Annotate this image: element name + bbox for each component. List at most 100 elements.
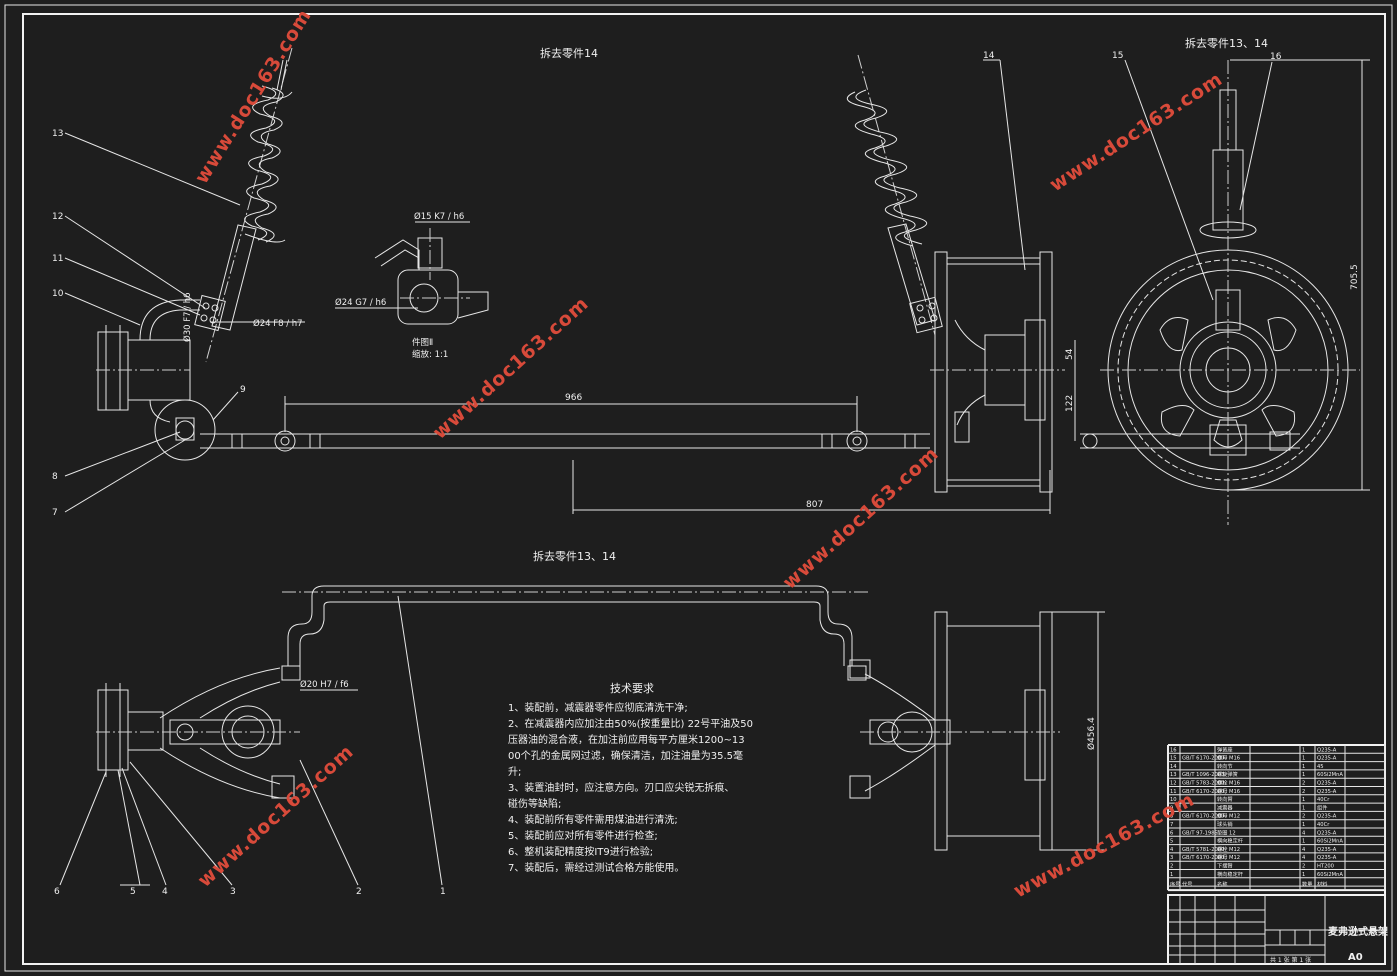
detail-fit-top: Ø15 K7 / h6	[414, 211, 464, 222]
dim-122-text: 122	[1065, 395, 1075, 412]
stabilizer-bar-c	[281, 585, 870, 681]
bom-cell: Q235-A	[1317, 747, 1337, 753]
bom-cell: 6	[1170, 830, 1173, 836]
knuckle-a	[96, 299, 216, 461]
bom-cell: GB/T 97-1985	[1182, 830, 1218, 836]
bom-cell: 4	[1302, 847, 1306, 853]
bom-cell: 10	[1170, 797, 1177, 803]
bom-cell: GB/T 5783-2000	[1182, 781, 1224, 787]
tech-line: 5、装配前应对所有零件进行检查;	[508, 829, 658, 842]
drawing-name: 麦弗逊式悬架	[1328, 925, 1388, 938]
callout-1: 1	[440, 887, 446, 897]
bom-cell: 螺栓 M12	[1217, 845, 1240, 853]
technical-requirements: 技术要求 1、装配前，减震器零件应彻底清洗干净; 2、在减震器内应加注由50%(…	[508, 682, 753, 874]
dimensions-view-b: 705.5 54 122	[1065, 59, 1370, 491]
watermark: www.doc163.com	[1046, 68, 1227, 196]
callouts-view-c: 1 2 3 4 5 6	[54, 595, 446, 897]
bom-cell: 12	[1170, 781, 1177, 787]
bom-cell: Q235-A	[1317, 847, 1337, 853]
callout-6: 6	[54, 887, 60, 897]
bom-cell: 组件	[1317, 803, 1327, 811]
bom-cell: GB/T 6170-2000	[1182, 855, 1224, 861]
bom-cell: 横向稳定杆	[1217, 870, 1243, 878]
bom-cell: 40Cr	[1317, 797, 1330, 803]
bom-cell: 1	[1302, 764, 1305, 770]
wheel-hub-view	[1080, 60, 1360, 525]
strut-axis-right	[857, 54, 936, 336]
watermarks: www.doc163.com www.doc163.com www.doc163…	[191, 5, 1227, 902]
bom-cell: HT200	[1317, 864, 1334, 870]
callout-12: 12	[52, 212, 63, 222]
bom-cell: Q235-A	[1317, 789, 1337, 795]
dimension-807: 807	[572, 460, 1051, 514]
leader-15	[1124, 59, 1214, 301]
tech-title: 技术要求	[610, 682, 654, 695]
shock-absorber-right	[887, 223, 943, 334]
bom-cell: 60Si2MnA	[1317, 872, 1343, 878]
outer-border	[4, 4, 1393, 972]
detail-scale: 缩放: 1:1	[412, 349, 448, 360]
view-b-title: 拆去零件13、14	[1185, 36, 1268, 50]
bom-cell: 球头销	[1217, 820, 1233, 828]
bom-header-cell: 代号	[1182, 880, 1192, 888]
fit-shock-label: Ø24 F8 / h7	[253, 318, 303, 329]
dimension-456: Ø456.4	[1052, 611, 1105, 851]
tech-line: 1、装配前，减震器零件应彻底清洗干净;	[508, 701, 688, 714]
bom-cell: GB/T 1096-2003	[1182, 772, 1224, 778]
callout-2: 2	[356, 887, 362, 897]
bom-cell: 1	[1302, 747, 1305, 753]
fit-bottom-label: Ø20 H7 / f6	[300, 679, 349, 690]
callout-10: 10	[52, 289, 64, 299]
coil-spring-right	[846, 89, 927, 247]
dim-966-text: 966	[565, 393, 582, 403]
watermark: www.doc163.com	[779, 442, 944, 593]
bom-cell: 下摆臂	[1217, 862, 1233, 870]
callout-14: 14	[983, 51, 995, 61]
bom-cell: Q235-A	[1317, 830, 1337, 836]
sheet-size: A0	[1348, 952, 1363, 963]
bom-cell: 3	[1170, 855, 1173, 861]
tech-line: 4、装配前所有零件需用煤油进行清洗;	[508, 813, 678, 826]
bom-header-cell: 数量	[1302, 880, 1312, 888]
bom-cell: 1	[1302, 805, 1305, 811]
bom-cell: 1	[1170, 872, 1173, 878]
bom-header-cell: 序号	[1170, 880, 1180, 888]
control-arm-left-c	[96, 667, 300, 799]
bom-cell: 16	[1170, 747, 1177, 753]
tech-line: 碰伤等缺陷;	[508, 797, 561, 810]
bom-cell: 螺栓 M16	[1217, 779, 1240, 787]
leader-16	[1239, 61, 1273, 211]
bom-cell: 1	[1302, 822, 1305, 828]
tech-line: 3、装置油封时，应注意方向。刃口应尖锐无拆痕、	[508, 781, 734, 794]
tech-line: 升;	[508, 766, 521, 778]
bom-cell: 5	[1170, 839, 1173, 845]
bom-cell: 2	[1302, 789, 1305, 795]
bom-cell: 2	[1302, 864, 1305, 870]
bom-cell: 弹簧座	[1217, 745, 1233, 753]
bom-cell: 螺旋弹簧	[1217, 770, 1238, 778]
bom-cell: 1	[1302, 756, 1305, 762]
tech-line: 00个孔的金属网过滤，确保清洁，加注油量为35.5毫	[508, 749, 743, 762]
detail-ii: Ø15 K7 / h6 Ø24 G7 / h6 件图Ⅱ 缩放: 1:1	[335, 211, 489, 360]
stabilizer-bar-a	[200, 430, 930, 452]
bom-cell: 1	[1302, 839, 1305, 845]
callout-3: 3	[230, 887, 236, 897]
callouts-view-a: 13 12 11 10 8 7 9	[52, 129, 246, 518]
view-a-title: 拆去零件14	[540, 46, 598, 60]
bom-cell: 1	[1302, 797, 1305, 803]
bom-cell: 2	[1302, 781, 1305, 787]
bom-cell: 减震器	[1217, 803, 1233, 811]
callout-16: 16	[1270, 52, 1282, 62]
dim-456-text: Ø456.4	[1086, 717, 1097, 750]
dim-807-text: 807	[806, 500, 823, 510]
watermark: www.doc163.com	[191, 5, 316, 188]
tech-line: 2、在减震器内应加注由50%(按重量比) 22号平油及50	[508, 717, 753, 730]
inner-border	[22, 13, 1386, 965]
bom-cell: 螺母 M16	[1217, 754, 1240, 762]
bom-cell: 40Cr	[1317, 822, 1330, 828]
bom-cell: 4	[1302, 855, 1306, 861]
bom-cell: GB/T 6170-2000	[1182, 756, 1224, 762]
bom-cell: 8	[1170, 814, 1173, 820]
bom-cell: Q235-A	[1317, 855, 1337, 861]
